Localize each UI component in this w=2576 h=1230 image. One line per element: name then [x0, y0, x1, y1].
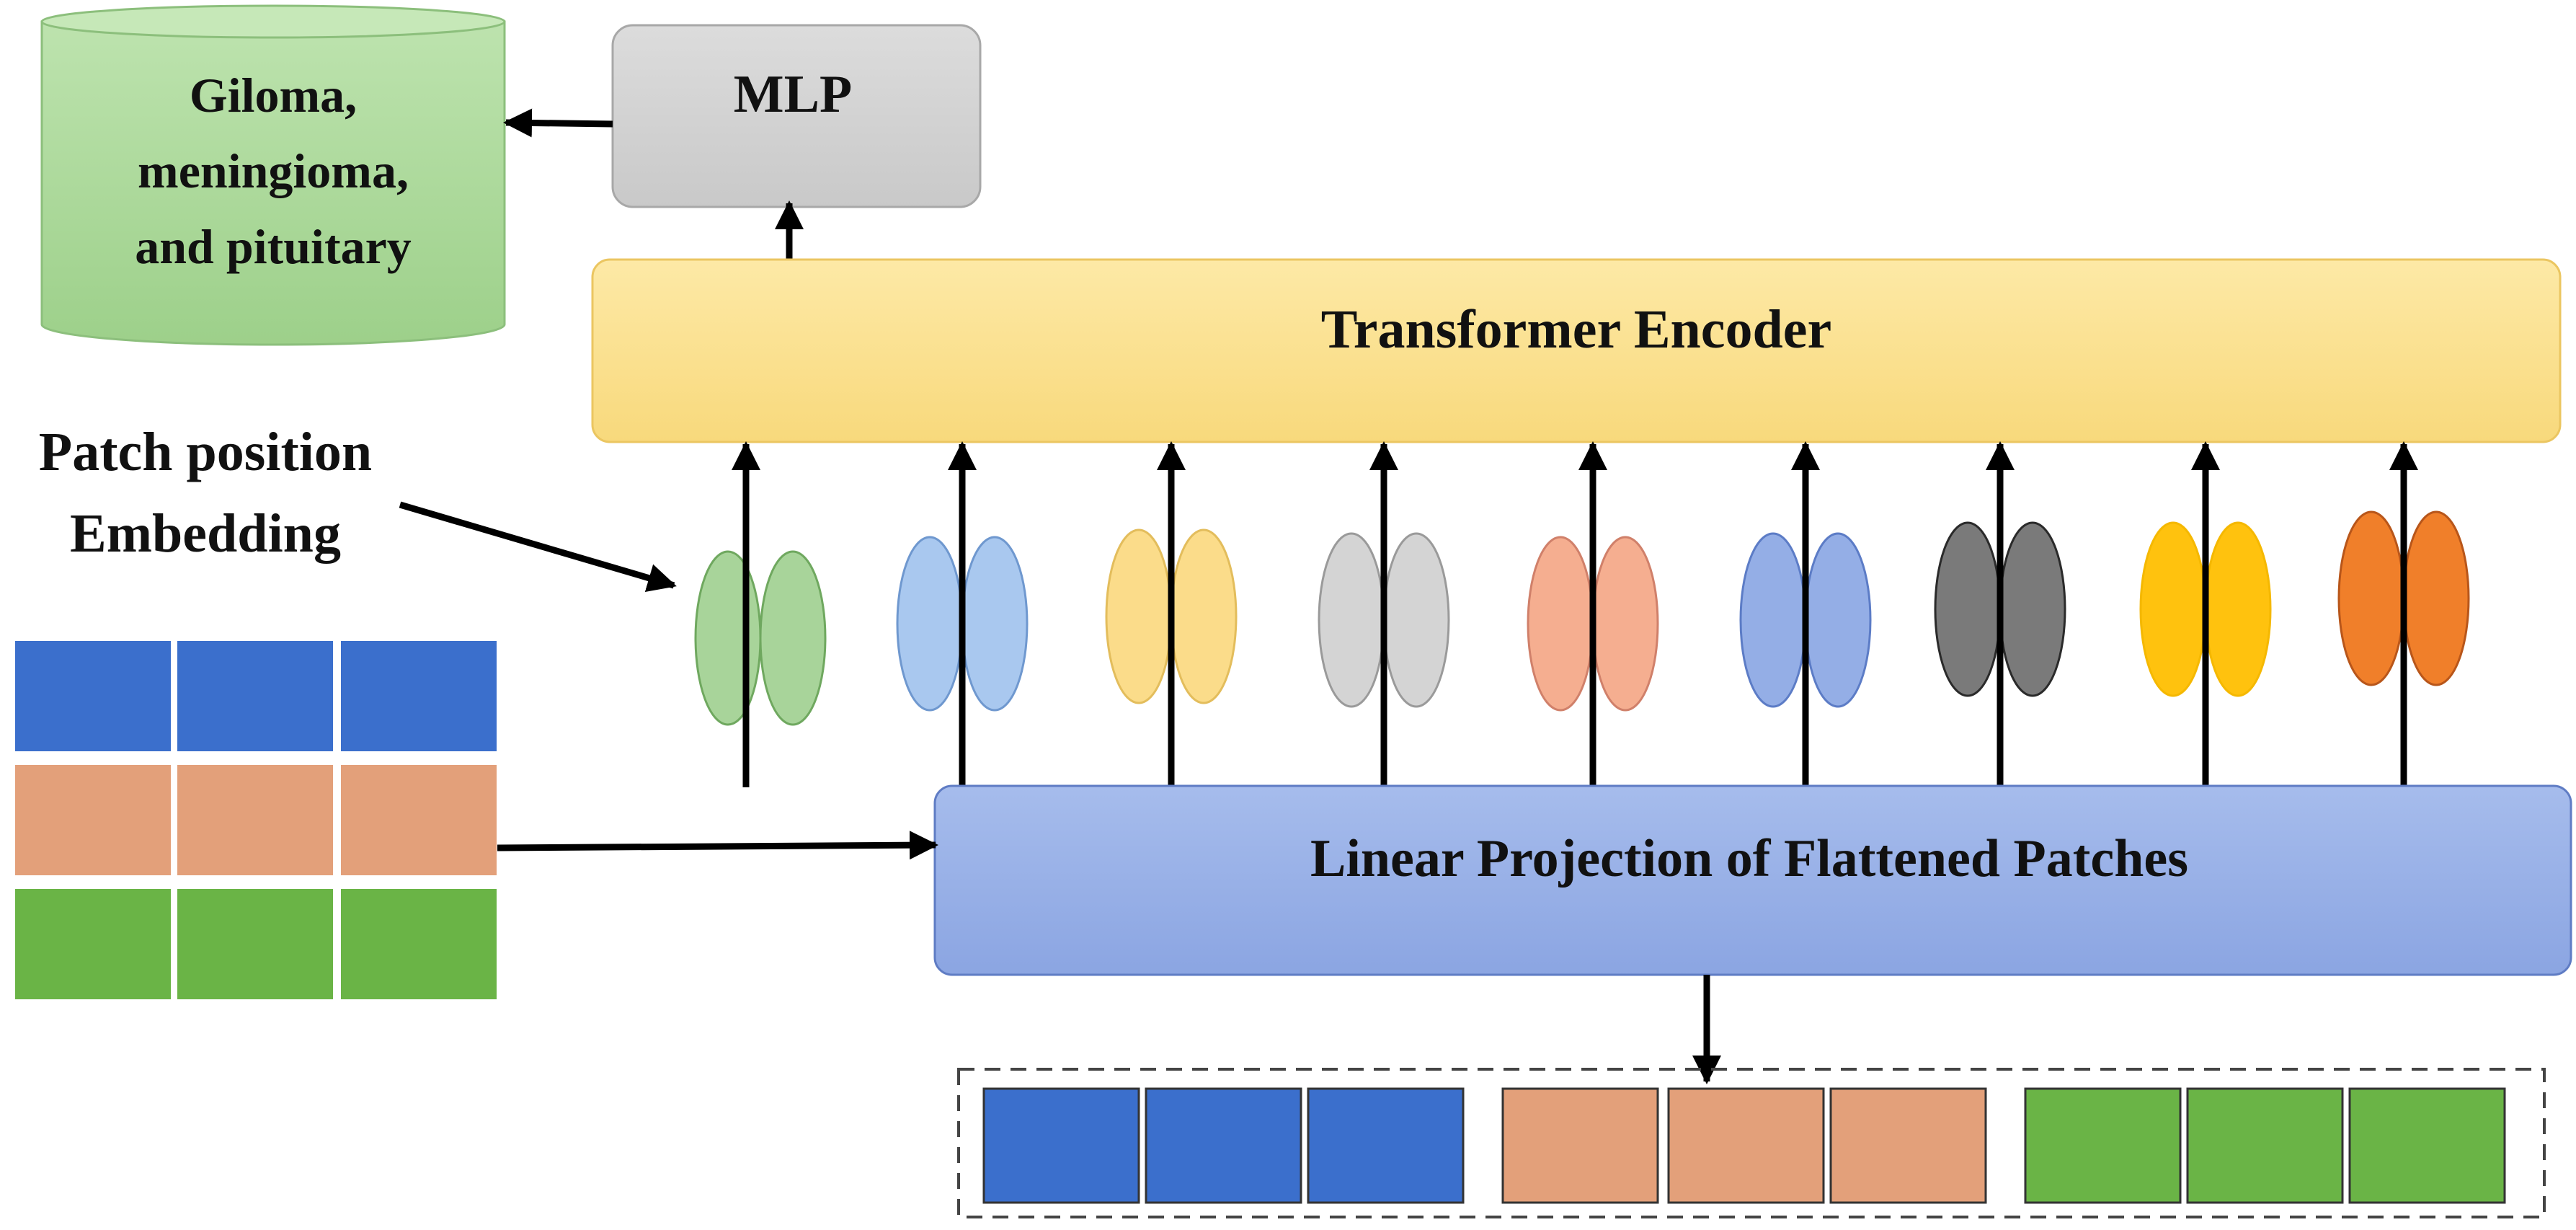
embedding-token-9: [2337, 441, 2470, 787]
input-patch-orange-2: [176, 764, 334, 877]
flattened-patch-green-1: [2024, 1087, 2182, 1204]
linear-projection-label: Linear Projection of Flattened Patches: [1310, 829, 2188, 888]
flattened-patch-green-2: [2186, 1087, 2344, 1204]
position-embedding-ellipse: [2337, 510, 2405, 686]
input-patch-orange-1: [14, 764, 172, 877]
patch-embedding-ellipse: [961, 536, 1029, 712]
embedding-tokens: [694, 441, 2470, 787]
embedding-pointer-arrow: [399, 501, 677, 593]
position-embedding-ellipse: [896, 536, 964, 712]
cylinder-top: [40, 4, 506, 39]
position-embedding-ellipse: [1527, 536, 1594, 712]
patch-embedding-ellipse: [1170, 528, 1238, 704]
cylinder-body: [40, 20, 506, 346]
position-embedding-ellipse: [1318, 532, 1385, 708]
input-patch-blue-2: [176, 640, 334, 753]
patch-embedding-ellipse: [759, 550, 827, 726]
embedding-token-2: [896, 441, 1029, 787]
flattened-patch-orange-2: [1667, 1087, 1825, 1204]
input-patch-grid: [14, 640, 498, 1001]
embedding-token-8: [2139, 441, 2272, 787]
embedding-label-line-2: Embedding: [70, 503, 341, 564]
flattened-patch-blue-1: [982, 1087, 1140, 1204]
flattened-patch-sequence: [982, 1087, 2506, 1204]
output-label-line-2: meningioma,: [138, 143, 409, 198]
input-patch-blue-1: [14, 640, 172, 753]
input-patch-green-1: [14, 888, 172, 1001]
input-patch-green-3: [339, 888, 498, 1001]
patch-embedding-ellipse: [1591, 536, 1659, 712]
position-embedding-ellipse: [694, 550, 762, 726]
flattened-patch-blue-3: [1307, 1087, 1465, 1204]
embedding-token-4: [1318, 441, 1450, 787]
patch-embedding-ellipse: [1999, 521, 2066, 697]
embedding-label-line-1: Patch position: [39, 422, 372, 482]
linear-projection-block: Linear Projection of Flattened Patches: [933, 784, 2572, 976]
position-embedding-ellipse: [1739, 532, 1807, 708]
embedding-token-3: [1105, 441, 1238, 787]
embedding-token-6: [1739, 441, 1872, 787]
patch-embedding-ellipse: [2402, 510, 2470, 686]
position-embedding-ellipse: [2139, 521, 2207, 697]
mlp-label: MLP: [734, 65, 852, 124]
input-patch-green-2: [176, 888, 334, 1001]
embedding-token-1: [694, 441, 827, 787]
mlp-block: MLP: [611, 24, 982, 208]
flattened-patch-orange-1: [1501, 1087, 1659, 1204]
flattened-patch-orange-3: [1829, 1087, 1987, 1204]
mlp-to-output-arrow: [503, 108, 613, 138]
patch-embedding-ellipse: [1382, 532, 1450, 708]
embedding-token-5: [1527, 441, 1659, 787]
output-classes-cylinder: Giloma, meningioma, and pituitary: [40, 4, 506, 346]
position-embedding-ellipse: [1105, 528, 1173, 704]
grid-to-projection-arrow: [497, 831, 938, 860]
input-patch-orange-3: [339, 764, 498, 877]
transformer-encoder-block: Transformer Encoder: [591, 258, 2562, 443]
flattened-patch-green-3: [2348, 1087, 2506, 1204]
position-embedding-ellipse: [1934, 521, 2002, 697]
patch-embedding-ellipse: [1804, 532, 1872, 708]
patch-embedding-ellipse: [2204, 521, 2272, 697]
embedding-token-7: [1934, 441, 2066, 787]
input-patch-blue-3: [339, 640, 498, 753]
flattened-patch-blue-2: [1145, 1087, 1302, 1204]
flattened-sequence-frame: [957, 1068, 2546, 1218]
output-label-line-3: and pituitary: [135, 219, 412, 274]
output-label-line-1: Giloma,: [190, 68, 357, 123]
transformer-encoder-label: Transformer Encoder: [1321, 299, 1832, 360]
